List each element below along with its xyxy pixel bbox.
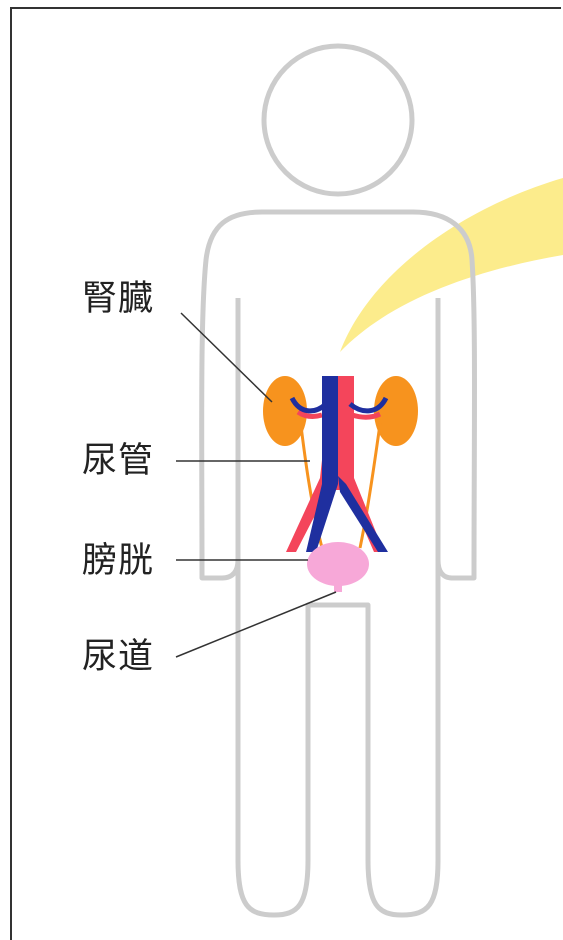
body-head (264, 46, 412, 194)
urethra (334, 584, 342, 592)
right-kidney (374, 376, 418, 446)
kidney-label: 腎臓 (82, 282, 154, 317)
ureter-label: 尿管 (82, 444, 154, 479)
light-beam (340, 178, 563, 352)
bladder (307, 542, 369, 586)
vein (306, 376, 338, 552)
kidney-leader-line (181, 313, 272, 402)
urethra-leader-line (176, 592, 336, 657)
renal-artery-right (352, 414, 380, 417)
bladder-label: 膀胱 (82, 544, 154, 579)
urethra-label: 尿道 (82, 640, 154, 675)
